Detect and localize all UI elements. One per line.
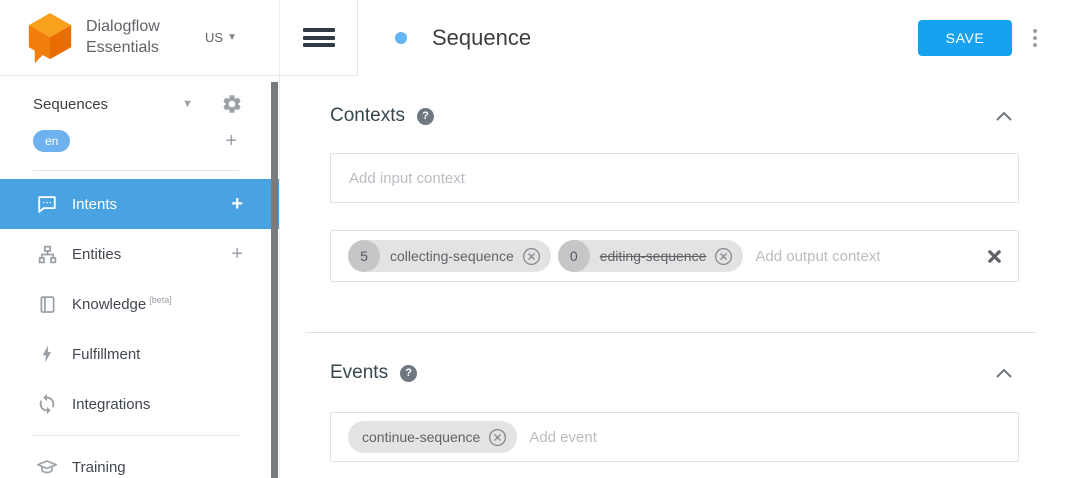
remove-chip-icon[interactable] (714, 247, 733, 266)
output-context-chip[interactable]: 5 collecting-sequence (348, 240, 551, 272)
agent-selector-row: Sequences ▼ (0, 86, 279, 122)
agent-name[interactable]: Sequences (33, 95, 109, 113)
sidebar-divider (33, 170, 239, 171)
add-entity-button[interactable]: + (231, 243, 243, 265)
sidebar-item-label: Entities (72, 245, 122, 263)
intent-dot-icon (395, 32, 407, 44)
add-output-context-input[interactable] (755, 247, 979, 265)
chevron-down-icon: ▼ (227, 32, 237, 43)
agent-chevron-down-icon[interactable]: ▼ (182, 98, 193, 110)
sidebar-item-label: Intents (72, 195, 118, 213)
sidebar-item-intents[interactable]: Intents + (0, 179, 279, 229)
chat-bubble-icon (36, 193, 58, 215)
sidebar-divider (33, 435, 239, 436)
output-context-chip[interactable]: 0 editing-sequence (557, 240, 744, 272)
book-icon (36, 293, 58, 315)
brand-name: Dialogflow Essentials (86, 18, 160, 56)
sidebar-item-label: Knowledge[beta] (72, 295, 172, 313)
sidebar-item-knowledge[interactable]: Knowledge[beta] (0, 279, 279, 329)
input-context-field[interactable] (330, 153, 1019, 203)
lightning-bolt-icon (36, 343, 58, 365)
remove-chip-icon[interactable] (488, 428, 507, 447)
main-area: Sequence SAVE Contexts ? 5 colle (280, 0, 1072, 478)
add-language-button[interactable]: + (225, 130, 237, 152)
sidebar-scrollbar[interactable] (271, 82, 278, 478)
context-chip-label: editing-sequence (599, 248, 707, 264)
events-title: Events (330, 362, 389, 383)
more-vert-icon[interactable] (1028, 29, 1042, 47)
help-icon[interactable]: ? (416, 107, 434, 125)
output-context-field[interactable]: 5 collecting-sequence 0 editing-sequence (330, 230, 1019, 282)
menu-column (280, 0, 358, 76)
main-header: Sequence SAVE (280, 0, 1072, 76)
lifespan-badge: 5 (348, 240, 380, 272)
save-button[interactable]: SAVE (918, 20, 1012, 56)
contexts-section-header: Contexts ? (330, 105, 1019, 127)
entity-tree-icon (36, 243, 58, 265)
sidebar-item-label: Training (72, 458, 126, 476)
sidebar-item-training[interactable]: Training (0, 442, 279, 478)
add-event-input[interactable] (529, 428, 1002, 446)
events-field[interactable]: continue-sequence (330, 412, 1019, 462)
intent-editor-content: Contexts ? 5 collecting-sequence (280, 76, 1072, 462)
help-icon[interactable]: ? (400, 364, 418, 382)
collapse-chevron-up-icon[interactable] (995, 368, 1013, 379)
region-selector[interactable]: US ▼ (205, 30, 237, 45)
gear-icon[interactable] (221, 93, 243, 115)
sidebar-item-label: Integrations (72, 395, 151, 413)
sidebar-item-label: Fulfillment (72, 345, 141, 363)
dialogflow-logo-icon (28, 12, 72, 63)
language-badge[interactable]: en (33, 130, 71, 152)
graduation-cap-icon (36, 456, 58, 478)
event-chip[interactable]: continue-sequence (348, 421, 518, 453)
beta-badge: [beta] (149, 295, 172, 305)
sidebar-item-integrations[interactable]: Integrations (0, 379, 279, 429)
collapse-chevron-up-icon[interactable] (995, 111, 1013, 122)
remove-chip-icon[interactable] (522, 247, 541, 266)
context-chip-label: collecting-sequence (390, 248, 514, 264)
contexts-title: Contexts (330, 105, 405, 126)
language-row: en + (0, 122, 279, 160)
add-intent-button[interactable]: + (231, 193, 243, 215)
clear-contexts-icon[interactable] (987, 249, 1002, 264)
logo-bar: Dialogflow Essentials US ▼ (0, 0, 279, 76)
hamburger-menu-icon[interactable] (302, 25, 335, 51)
event-chip-label: continue-sequence (362, 429, 481, 445)
sidebar: Dialogflow Essentials US ▼ Sequences ▼ e… (0, 0, 280, 478)
sidebar-item-entities[interactable]: Entities + (0, 229, 279, 279)
lifespan-badge: 0 (557, 240, 590, 272)
header-body: Sequence SAVE (358, 20, 1072, 56)
page-title: Sequence (432, 25, 532, 50)
sidebar-nav: Intents + Entities + (0, 179, 279, 478)
section-divider (305, 332, 1035, 333)
events-section-header: Events ? (330, 362, 1019, 384)
sidebar-item-fulfillment[interactable]: Fulfillment (0, 329, 279, 379)
sync-icon (36, 393, 58, 415)
